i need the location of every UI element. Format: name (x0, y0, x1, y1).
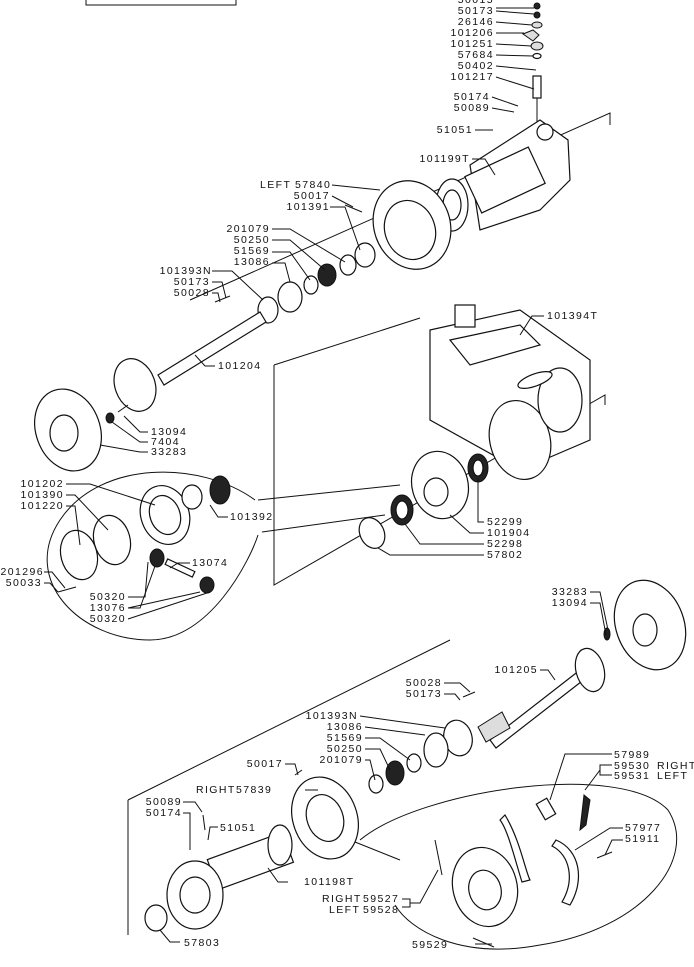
part-label: 50320 (89, 591, 126, 603)
top-stack-leaders (495, 7, 537, 90)
top-stack-parts (521, 2, 544, 130)
part-label: 52299 (487, 516, 524, 528)
part-label: 57840 (295, 179, 332, 191)
part-label: 101198T (304, 876, 355, 888)
brake-drum-57839 (291, 769, 359, 860)
part-label: 201296 (0, 566, 44, 578)
part-label: 50089 (453, 102, 490, 114)
axle-housing-101198T (144, 814, 295, 932)
part-label: 26146 (457, 16, 494, 28)
side-label-right: RIGHT (322, 893, 362, 905)
part-label: 50028 (405, 677, 442, 689)
part-label: 101199T (419, 153, 470, 165)
brake-detail-parts (434, 794, 613, 948)
transmission-leaders (377, 315, 544, 556)
part-label: 101202 (20, 478, 64, 490)
part-label: 101390 (20, 489, 64, 501)
side-label-left: LEFT (260, 179, 292, 191)
title-box-fragment (85, 0, 237, 6)
part-label: 50173 (405, 688, 442, 700)
part-label: 51051 (220, 822, 257, 834)
part-label: 59531 (614, 770, 651, 782)
part-label: 52298 (487, 538, 524, 550)
part-label: 7404 (151, 436, 180, 448)
part-label: 50320 (89, 613, 126, 625)
part-label: 13076 (89, 602, 126, 614)
differential-assy-101904 (358, 450, 489, 549)
part-label: 13094 (151, 426, 188, 438)
part-label: 50250 (233, 234, 270, 246)
part-label: 101205 (494, 664, 538, 676)
part-label: 59527 (363, 893, 400, 905)
part-label: 33283 (551, 586, 588, 598)
lower-axle-shaft-101205 (462, 579, 687, 749)
part-label: 33283 (151, 446, 188, 458)
part-label: 51051 (436, 124, 473, 136)
part-label: 101904 (487, 527, 531, 539)
part-label: 13074 (192, 557, 229, 569)
differential-detail-leaders (44, 483, 228, 620)
part-label: 101393N (159, 265, 212, 277)
part-label: 50017 (246, 758, 283, 770)
part-label: 59529 (412, 939, 449, 951)
part-label: 13086 (326, 721, 363, 733)
part-label: 50402 (457, 60, 494, 72)
brake-plate-57840 (257, 180, 452, 324)
part-label: 101206 (450, 27, 494, 39)
lower-axle-leaders (159, 591, 609, 943)
upper-frame-line (189, 112, 611, 301)
part-label: 101217 (450, 71, 494, 83)
part-label: 57977 (625, 822, 662, 834)
part-label: 57684 (457, 49, 494, 61)
part-label: 101393N (305, 710, 358, 722)
part-label: 101391 (286, 201, 330, 213)
part-label: 201079 (226, 223, 270, 235)
part-label: 57803 (184, 937, 221, 949)
part-label: 101251 (450, 38, 494, 50)
part-label: 13086 (233, 256, 270, 268)
part-label: 13094 (551, 597, 588, 609)
part-label: 51569 (326, 732, 363, 744)
part-label: 50089 (145, 796, 182, 808)
side-label-right: RIGHT (196, 784, 236, 796)
part-label: 50033 (5, 577, 42, 589)
part-label: 101394T (547, 310, 599, 322)
part-label: 51569 (233, 245, 270, 257)
part-label: 59530 (614, 760, 651, 772)
part-label: 50174 (453, 91, 490, 103)
part-label: 101220 (20, 500, 64, 512)
part-label: 201079 (319, 754, 363, 766)
differential-detail-callout (46, 471, 259, 641)
upper-axle-leaders (99, 96, 519, 453)
differential-detail-parts (57, 475, 231, 594)
part-label: 50017 (293, 190, 330, 202)
part-label: 50173 (457, 5, 494, 17)
axle-shaft-101204 (34, 295, 267, 472)
brake-detail-callout (359, 783, 678, 950)
lower-bearings (368, 719, 473, 794)
side-label-left: LEFT (657, 770, 689, 782)
transmission-case-101394T (429, 304, 591, 481)
part-label: 51911 (625, 833, 661, 845)
part-label: 50028 (173, 287, 210, 299)
part-label: 101204 (218, 360, 262, 372)
side-label-left: LEFT (329, 904, 361, 916)
axle-housing-101199T (435, 119, 571, 232)
brake-detail-leaders (402, 753, 623, 945)
part-label: 57802 (487, 549, 524, 561)
part-label: 101392 (230, 511, 274, 523)
part-label: 59528 (363, 904, 400, 916)
part-label: 50250 (326, 743, 363, 755)
part-label: 57989 (614, 749, 651, 761)
side-label-right: RIGHT (657, 760, 694, 772)
part-label: 57839 (236, 784, 273, 796)
part-label: 50174 (145, 807, 182, 819)
part-label: 50173 (173, 276, 210, 288)
part-label: 50015 (457, 0, 494, 6)
